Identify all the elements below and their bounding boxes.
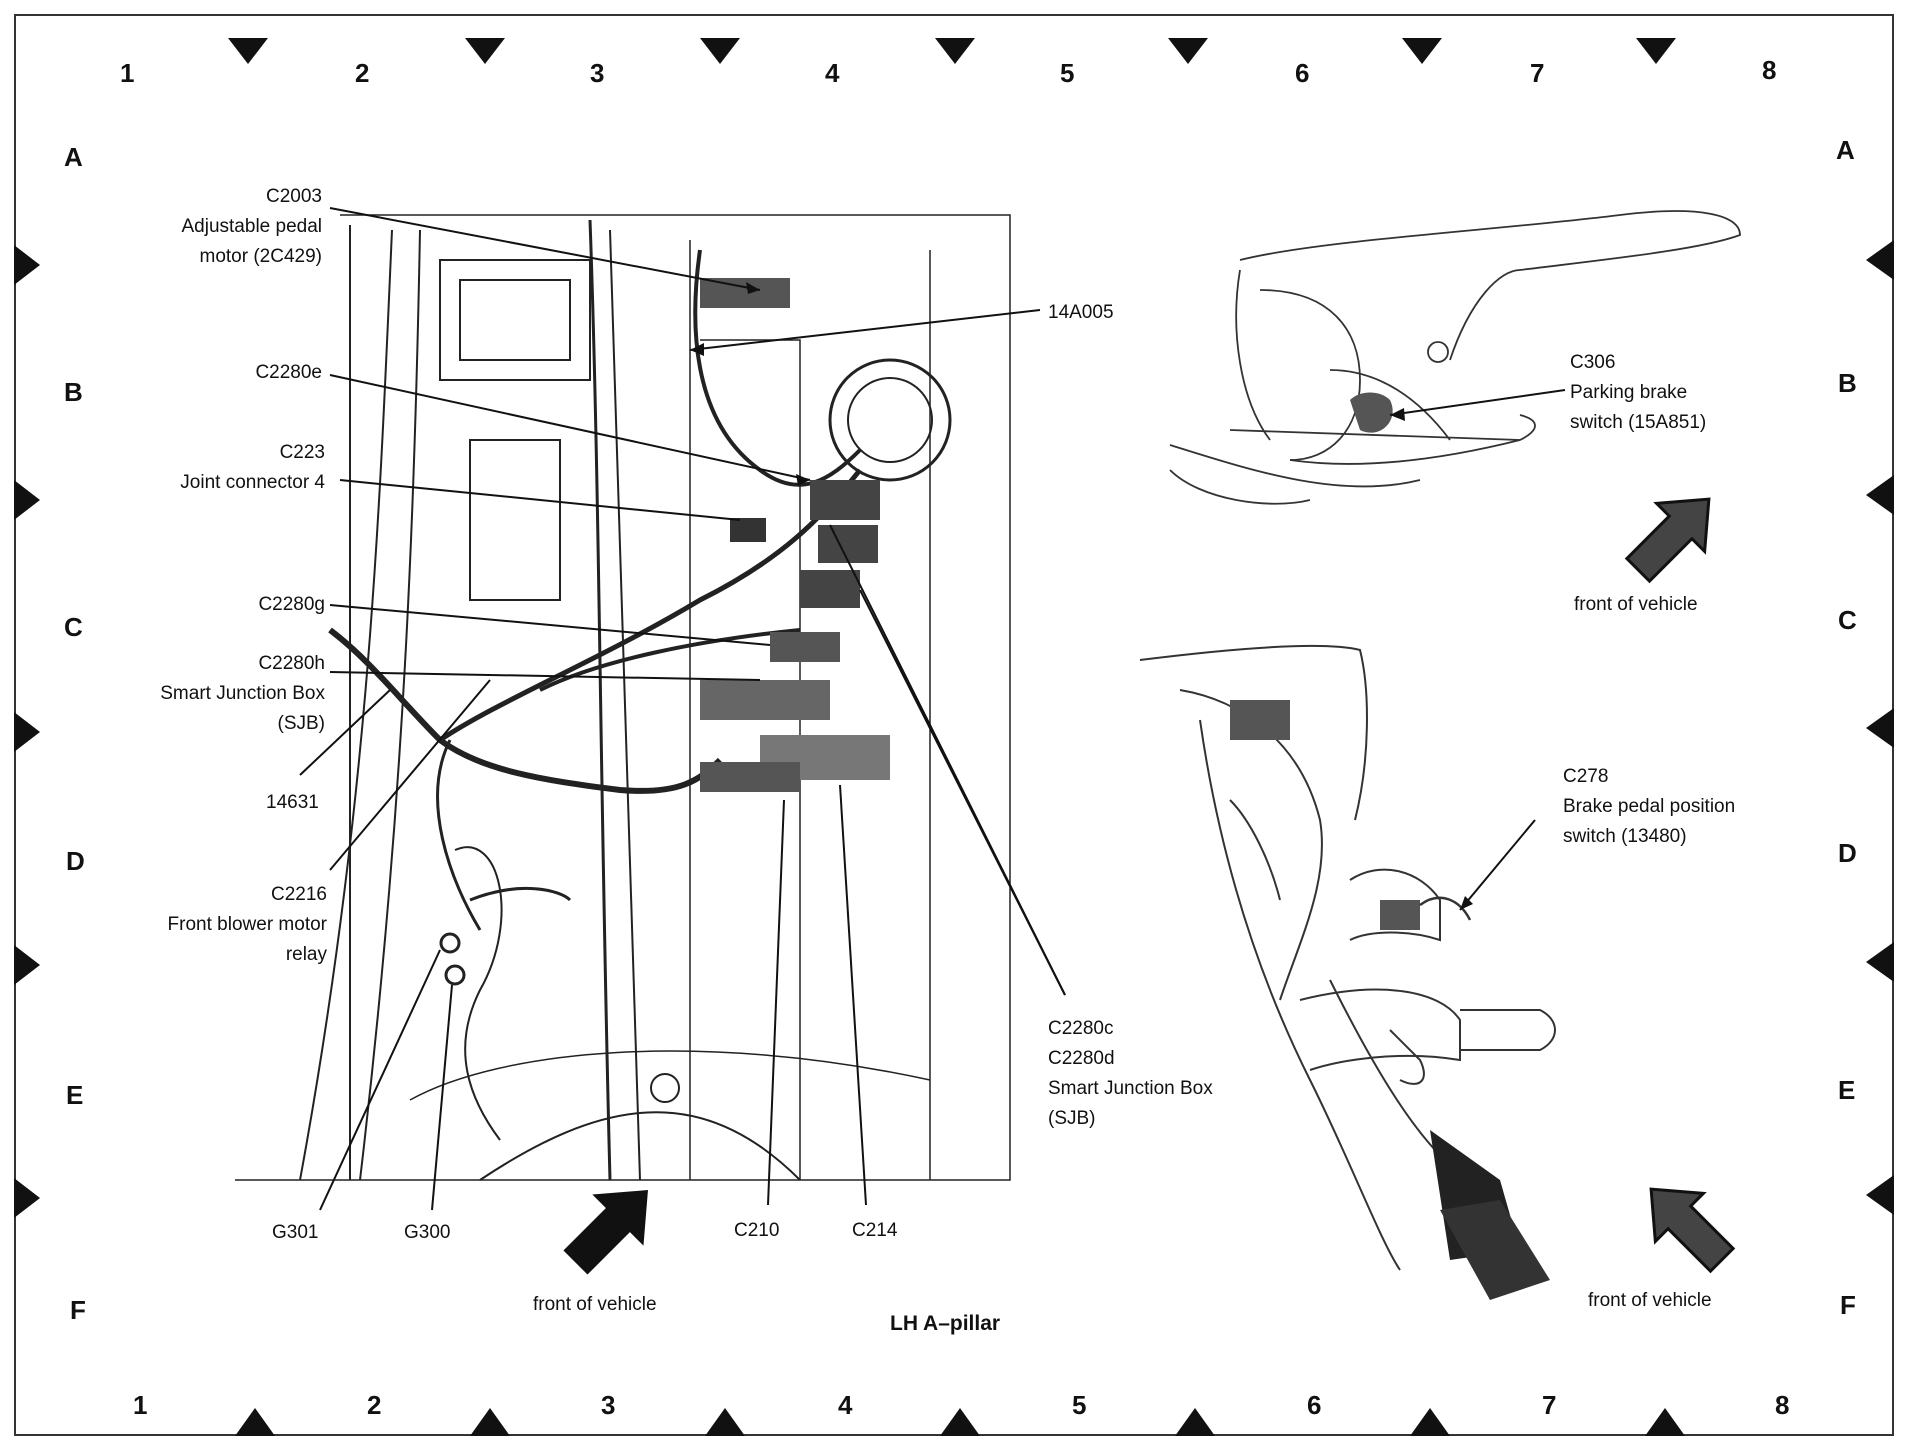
grid-row-left-A: A <box>64 142 83 172</box>
grid-col-bottom-3: 3 <box>601 1390 616 1420</box>
grid-row-right-C: C <box>1838 605 1857 635</box>
grid-col-top-4: 4 <box>825 58 840 88</box>
label-14631: 14631 <box>266 792 319 813</box>
label-c2280cd-line1: Smart Junction Box <box>1048 1078 1213 1099</box>
label-c2280d-id: C2280d <box>1048 1048 1115 1069</box>
label-c278-id: C278 <box>1563 766 1609 787</box>
grid-row-right-D: D <box>1838 838 1857 868</box>
front-of-vehicle-label-2: front of vehicle <box>1574 594 1698 615</box>
label-c223-desc: Joint connector 4 <box>180 472 325 493</box>
grid-col-bottom-5: 5 <box>1072 1390 1087 1420</box>
label-14a005: 14A005 <box>1048 302 1114 323</box>
diagram-title: LH A–pillar <box>890 1312 1001 1335</box>
grid-col-top-8: 8 <box>1762 55 1777 85</box>
label-c306-line2: switch (15A851) <box>1570 412 1707 433</box>
a-pillar-illustration <box>235 214 1011 1181</box>
grid-col-bottom-2: 2 <box>367 1390 382 1420</box>
grid-row-left-E: E <box>66 1080 84 1110</box>
grid-marker-triangle <box>235 1408 1685 1436</box>
grid-col-top-2: 2 <box>355 58 370 88</box>
grid-marker-triangle <box>228 38 1676 64</box>
label-c2280h-line1: Smart Junction Box <box>160 683 325 704</box>
grid-row-right-A: A <box>1836 135 1855 165</box>
grid-col-bottom-1: 1 <box>133 1390 148 1420</box>
front-of-vehicle-label-3: front of vehicle <box>1588 1290 1712 1311</box>
grid-row-left-B: B <box>64 377 83 407</box>
front-of-vehicle-label-1: front of vehicle <box>533 1294 657 1315</box>
grid-row-right-F: F <box>1840 1290 1856 1320</box>
front-of-vehicle-arrow <box>1624 497 1711 584</box>
label-g300: G300 <box>404 1222 451 1243</box>
grid-col-bottom-7: 7 <box>1542 1390 1557 1420</box>
grid-row-left-F: F <box>70 1295 86 1325</box>
label-c2003-id: C2003 <box>266 186 322 207</box>
label-c2280e: C2280e <box>255 362 322 383</box>
label-c2280h: C2280h Smart Junction Box (SJB) <box>160 649 325 739</box>
leader-lines <box>299 207 1566 1211</box>
leader-arrowheads <box>690 282 1473 910</box>
grid-col-top-5: 5 <box>1060 58 1075 88</box>
label-c306: C306 Parking brake switch (15A851) <box>1570 348 1706 438</box>
brake-pedal-illustration <box>1139 644 1556 1300</box>
label-c278: C278 Brake pedal position switch (13480) <box>1563 762 1735 852</box>
grid-col-bottom-8: 8 <box>1775 1390 1790 1420</box>
grid-col-top-6: 6 <box>1295 58 1310 88</box>
label-c2216: C2216 Front blower motor relay <box>168 880 327 970</box>
label-c210: C210 <box>734 1220 780 1241</box>
label-c223: C223 Joint connector 4 <box>180 438 325 498</box>
label-g301: G301 <box>272 1222 319 1243</box>
parking-brake-illustration <box>1169 210 1741 505</box>
label-c2280h-line2: (SJB) <box>277 713 326 734</box>
label-c2003: C2003 Adjustable pedal motor (2C429) <box>182 182 323 272</box>
label-c2280cd-line2: (SJB) <box>1048 1108 1096 1129</box>
grid-row-right-E: E <box>1838 1075 1856 1105</box>
label-c2280g: C2280g <box>258 594 325 615</box>
grid-marker-triangle <box>1866 240 1894 1215</box>
front-of-vehicle-arrow <box>563 1190 648 1275</box>
label-c223-id: C223 <box>279 442 325 463</box>
label-c2216-line2: relay <box>285 944 327 965</box>
label-c2216-line1: Front blower motor <box>167 914 327 935</box>
label-c2216-id: C2216 <box>271 884 327 905</box>
label-c2003-line2: motor (2C429) <box>199 246 323 267</box>
label-c2280c-id: C2280c <box>1048 1018 1114 1039</box>
label-c2003-line1: Adjustable pedal <box>181 216 323 237</box>
label-c278-line2: switch (13480) <box>1563 826 1687 847</box>
label-c306-id: C306 <box>1570 352 1616 373</box>
grid-col-top-1: 1 <box>120 58 135 88</box>
grid-marker-triangle <box>14 245 40 1218</box>
label-c2280h-id: C2280h <box>258 653 325 674</box>
grid-row-left-D: D <box>66 846 85 876</box>
grid-col-top-3: 3 <box>590 58 605 88</box>
label-c278-line1: Brake pedal position <box>1563 796 1736 817</box>
grid-row-left-C: C <box>64 612 83 642</box>
grid-col-bottom-6: 6 <box>1307 1390 1322 1420</box>
label-c214: C214 <box>852 1220 898 1241</box>
grid-col-top-7: 7 <box>1530 58 1545 88</box>
label-c306-line1: Parking brake <box>1570 382 1688 403</box>
front-of-vehicle-arrow <box>1649 1187 1736 1274</box>
grid-row-right-B: B <box>1838 368 1857 398</box>
label-c2280cd: C2280c C2280d Smart Junction Box (SJB) <box>1048 1014 1213 1134</box>
grid-col-bottom-4: 4 <box>838 1390 853 1420</box>
